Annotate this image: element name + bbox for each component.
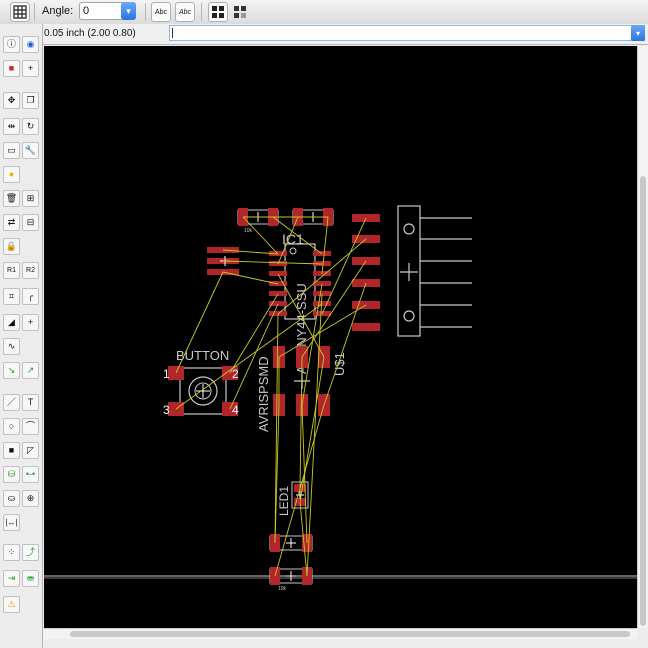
command-bar: 0.05 inch (2.00 0.80) ▾ <box>42 24 648 45</box>
change-icon[interactable]: ● <box>3 166 20 183</box>
attribute-icon[interactable]: ⊕ <box>22 490 39 507</box>
display-icon[interactable]: ■ <box>3 60 20 77</box>
rect-icon[interactable]: ■ <box>3 442 20 459</box>
vertical-scrollbar[interactable] <box>637 46 648 628</box>
line-icon[interactable]: ／ <box>3 394 20 411</box>
button-pin-4: 4 <box>232 403 239 417</box>
angle-select[interactable]: 0 ▾ <box>79 2 136 20</box>
layers-alt-icon <box>234 6 246 18</box>
add-icon[interactable]: ⊞ <box>22 190 39 207</box>
mirror-icon[interactable]: ⇹ <box>3 118 20 135</box>
group-icon[interactable]: ▭ <box>3 142 20 159</box>
button-pin-1: 1 <box>163 367 170 381</box>
value-icon[interactable]: R1 <box>3 262 20 279</box>
route-icon[interactable]: ∿ <box>3 338 20 355</box>
copy-icon[interactable]: ❐ <box>22 92 39 109</box>
r4-value: 10k <box>278 586 287 592</box>
chevron-down-icon[interactable]: ▾ <box>121 2 136 20</box>
wire-icon[interactable]: ◢ <box>3 314 20 331</box>
header-connector[interactable] <box>397 205 472 337</box>
arc-icon[interactable]: ⌒ <box>22 418 39 435</box>
board-svg[interactable]: 10k <box>44 46 637 628</box>
tool-palette: ⓘ ◉ ■ + ✥ ❐ ⇹ ↻ ▭ 🔧 ● 🗑 ⊞ ⇄ ⊟ 🔒 R1 R2 ⌗ … <box>0 24 43 648</box>
command-input[interactable]: ▾ <box>169 25 645 41</box>
via-icon[interactable]: ⛁ <box>3 466 20 483</box>
name-icon[interactable]: ⊟ <box>22 214 39 231</box>
ratsnest-icon[interactable]: ⁘ <box>3 544 20 561</box>
autoroute-icon[interactable]: ↗ <box>22 362 39 379</box>
button-pin-2: 2 <box>232 367 239 381</box>
mark-icon[interactable]: + <box>22 60 39 77</box>
avrisp-header[interactable]: AVRISPSMD U$1 <box>256 346 347 432</box>
chevron-down-icon[interactable]: ▾ <box>631 25 645 41</box>
ic1-label: IC1 <box>282 231 304 247</box>
lock-icon[interactable]: 🔒 <box>3 238 20 255</box>
board-canvas[interactable]: 10k <box>44 46 637 628</box>
info-icon[interactable]: ⓘ <box>3 36 20 53</box>
led1[interactable]: LED1 <box>277 481 309 516</box>
delete-icon[interactable]: 🗑 <box>3 190 20 207</box>
usb-label: U$1 <box>332 352 347 376</box>
text-caret <box>172 28 173 38</box>
dimension-icon[interactable]: |↔| <box>3 514 20 531</box>
erc-icon[interactable]: ⇥ <box>3 570 20 587</box>
circle-icon[interactable]: ○ <box>3 418 20 435</box>
autorouter-icon[interactable]: ⤴ <box>22 544 39 561</box>
ftdi-pads[interactable] <box>352 214 380 331</box>
button-switch[interactable]: BUTTON 1 2 3 4 <box>163 348 239 417</box>
led1-label: LED1 <box>277 486 291 516</box>
top-toolbar: Angle: 0 ▾ Abc Abc <box>0 0 648 25</box>
button-label: BUTTON <box>176 348 229 363</box>
r1-value: 10k <box>244 228 253 234</box>
text-style-label-2: Abc <box>178 8 192 16</box>
resistor-r1[interactable]: 10k <box>237 208 279 234</box>
hole-icon[interactable]: ⛀ <box>3 490 20 507</box>
text-style-label: Abc <box>154 8 168 16</box>
move-icon[interactable]: ✥ <box>3 92 20 109</box>
signal-icon[interactable]: •-• <box>22 466 39 483</box>
miter-icon[interactable]: ╭ <box>22 288 39 305</box>
warning-icon[interactable]: ⚠ <box>3 596 20 613</box>
optimize-icon[interactable]: + <box>22 314 39 331</box>
airwires <box>175 216 367 577</box>
layer-bottom-button[interactable] <box>230 2 250 22</box>
vertical-scroll-thumb[interactable] <box>640 176 646 626</box>
replace-icon[interactable]: ⇄ <box>3 214 20 231</box>
resistor-r3[interactable] <box>269 534 313 552</box>
text-icon[interactable]: T <box>22 394 39 411</box>
text-style-vector-button[interactable]: Abc <box>151 2 171 22</box>
rotate-icon[interactable]: ↻ <box>22 118 39 135</box>
layer-top-button[interactable] <box>208 2 228 22</box>
grid-glyph <box>13 5 27 19</box>
grid-icon[interactable] <box>10 2 30 22</box>
wrench-icon[interactable]: 🔧 <box>22 142 39 159</box>
eye-icon[interactable]: ◉ <box>22 36 39 53</box>
layers-icon <box>212 6 224 18</box>
text-style-fixed-button[interactable]: Abc <box>175 2 195 22</box>
smash-icon[interactable]: R2 <box>22 262 39 279</box>
drc-icon[interactable]: ⛂ <box>22 570 39 587</box>
horizontal-scrollbar[interactable] <box>44 628 637 639</box>
ripup-icon[interactable]: ↘ <box>3 362 20 379</box>
grid-coordinate: 0.05 inch (2.00 0.80) <box>44 28 136 39</box>
split-icon[interactable]: ⌗ <box>3 288 20 305</box>
angle-value: 0 <box>83 5 90 17</box>
angle-label: Angle: <box>42 5 74 17</box>
avrisp-label: AVRISPSMD <box>256 356 271 432</box>
horizontal-scroll-thumb[interactable] <box>70 631 630 637</box>
polygon-icon[interactable]: ◸ <box>22 442 39 459</box>
button-pin-3: 3 <box>163 403 170 417</box>
